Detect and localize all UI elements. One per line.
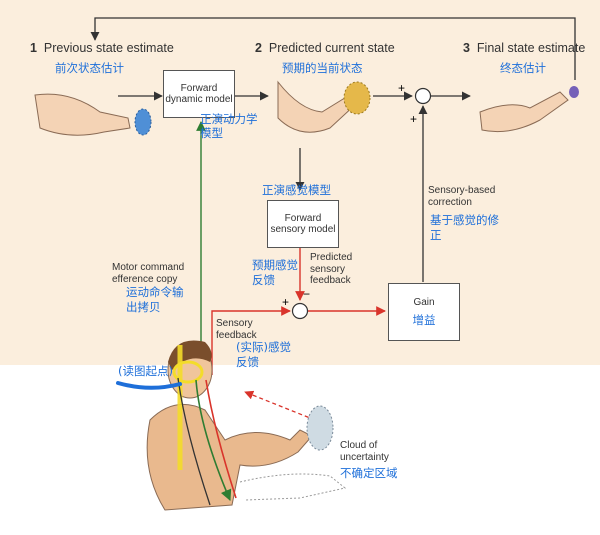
gaze-dashed-arrow	[244, 390, 316, 421]
arm-previous-icon	[34, 93, 152, 136]
arm-final-icon	[479, 86, 579, 133]
stage-2-cn: 预期的当前状态	[282, 61, 363, 75]
motor-command-label: Motor command efference copy	[112, 262, 185, 285]
minus-sign-predicted: −	[303, 287, 311, 301]
sensory-feedback-line	[211, 306, 291, 375]
stage-1-cn: 前次状态估计	[55, 61, 124, 75]
stage-3-heading: 3 Final state estimate	[463, 41, 586, 55]
reading-start-underline	[116, 381, 182, 390]
arm-predicted-icon	[277, 80, 371, 133]
forward-sensory-cn: 正演感觉模型	[262, 183, 331, 197]
stage-1-heading: 1 Previous state estimate	[30, 41, 174, 55]
cloud-of-uncertainty-shape	[306, 405, 334, 451]
plus-sign-bottom: +	[410, 112, 418, 126]
sensory-feedback-cn: (实际)感觉反馈	[236, 340, 291, 369]
forward-dynamic-model-box: Forward dynamic model	[163, 70, 235, 118]
sum-node-bottom	[291, 302, 309, 320]
cloud-label: Cloud of uncertainty	[340, 440, 389, 463]
stage-2-heading: 2 Predicted current state	[255, 41, 395, 55]
ghost-arm-outline	[239, 473, 347, 501]
predicted-feedback-cn: 预期感觉反馈	[252, 258, 298, 287]
motor-command-cn: 运动命令输出拷贝	[126, 285, 184, 314]
forward-sensory-model-box: Forward sensory model	[267, 200, 339, 248]
plus-sign-feedback: +	[282, 295, 290, 309]
sensory-correction-cn: 基于感觉的修正	[430, 213, 499, 242]
predicted-feedback-label: Predicted sensory feedback	[310, 252, 353, 286]
top-loop-line	[90, 17, 576, 80]
stage-3-cn: 终态估计	[500, 61, 546, 75]
sensory-feedback-label: Sensory feedback	[216, 318, 257, 341]
gain-label: Gain	[413, 297, 435, 309]
reading-start-label: (读图起点)	[118, 364, 173, 378]
cloud-cn: 不确定区域	[340, 466, 398, 480]
sensory-correction-label: Sensory-based correction	[428, 185, 496, 208]
sum-node-top	[414, 87, 432, 105]
plus-sign-left: +	[398, 81, 406, 95]
gain-cn: 增益	[412, 312, 436, 327]
gain-box: Gain 增益	[388, 283, 460, 341]
forward-dynamic-cn: 正演动力学模型	[200, 112, 258, 141]
